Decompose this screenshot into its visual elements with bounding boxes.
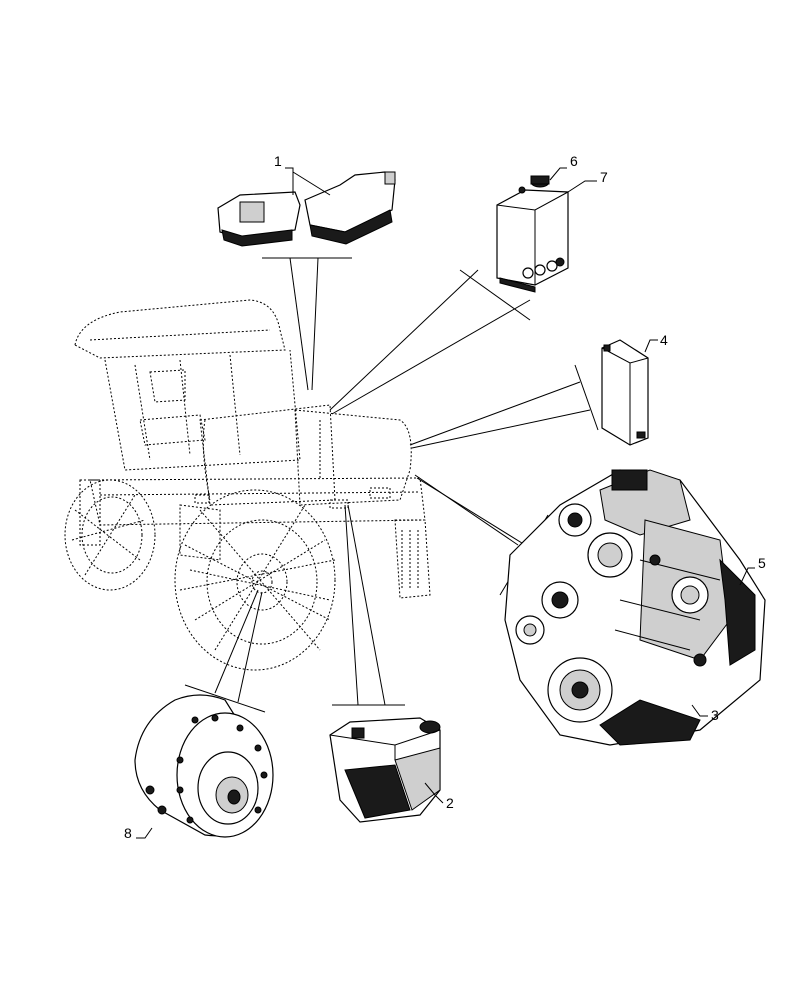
- part-8-wheel-hub: [134, 694, 274, 838]
- callout-5: 5: [758, 555, 766, 571]
- callout-4: 4: [660, 332, 668, 348]
- callout-labels: 1 2 3 4 5 6 7 8: [124, 153, 766, 841]
- part-1-control-units: [217, 171, 396, 247]
- callout-2: 2: [446, 795, 454, 811]
- callout-3: 3: [711, 707, 719, 723]
- callout-1: 1: [274, 153, 282, 169]
- leader-lines: [184, 257, 599, 713]
- part-6-7-hydraulic-tank: [496, 175, 569, 293]
- callout-6: 6: [570, 153, 578, 169]
- part-4-filter: [601, 339, 649, 446]
- callout-8: 8: [124, 825, 132, 841]
- part-3-5-engine: [504, 469, 766, 746]
- callout-7: 7: [600, 169, 608, 185]
- callout-pointers: [136, 167, 755, 839]
- part-2-reservoir: [329, 717, 441, 823]
